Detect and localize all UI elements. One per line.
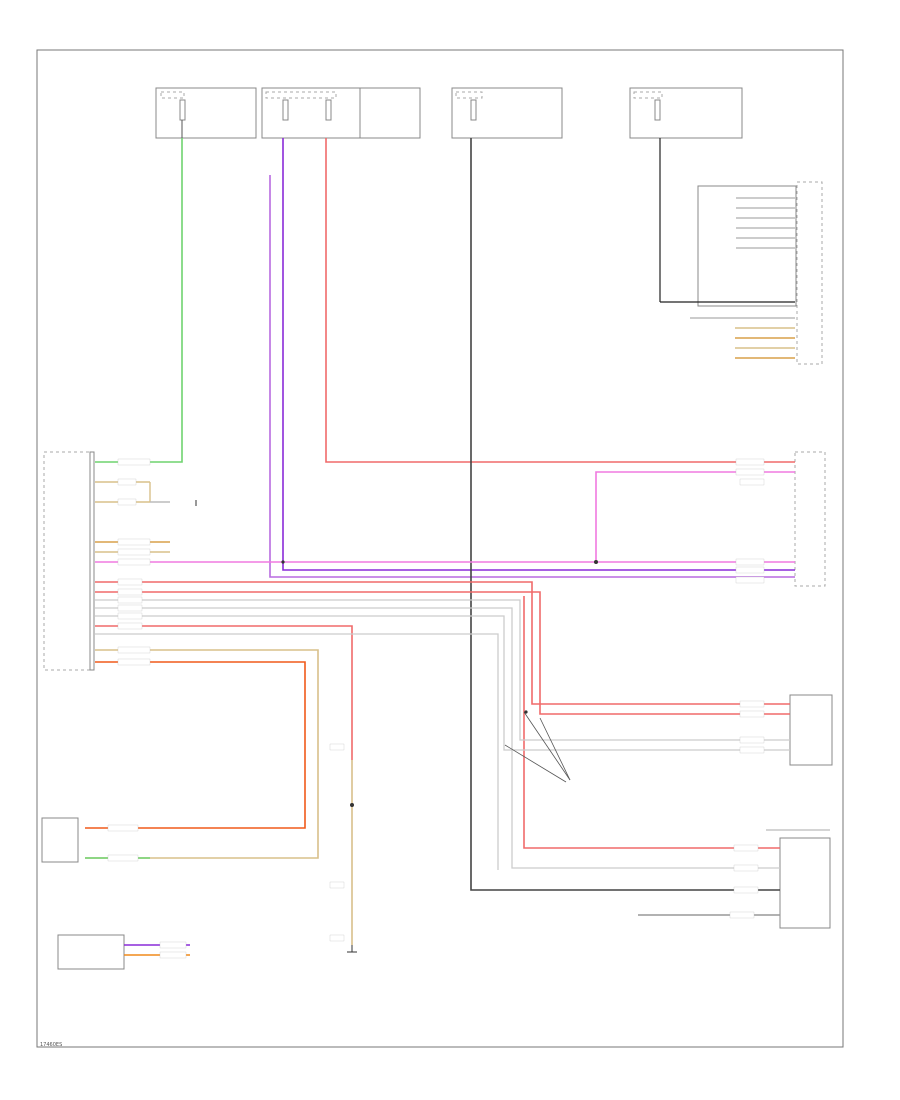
wire-red-top: [325, 138, 795, 463]
ground-icon: [195, 500, 357, 953]
wire-stubs-module: [736, 197, 795, 249]
wire-pink: [95, 471, 795, 563]
splice-lines: [504, 711, 571, 783]
module-right-bottom: [779, 837, 831, 929]
wire-red-lower-1: [95, 581, 790, 705]
wire-tan: [85, 649, 319, 859]
wire-violet: [282, 138, 795, 571]
wire-gray-long: [470, 138, 780, 891]
splice-icon: [281, 560, 598, 807]
diagram-code: 17460ES: [40, 1042, 62, 1048]
fuse-box-group-1: [155, 87, 257, 139]
fuse-icon: [470, 99, 477, 121]
wire-lightgray-group: [95, 599, 790, 870]
module-right-lower: [789, 694, 833, 766]
wire-stubs-colored: [690, 317, 795, 359]
wire-violet-2: [269, 175, 795, 578]
fuse-box-group-2: [261, 87, 421, 139]
fuse-icon: [325, 99, 332, 121]
wire-red-bottom: [523, 596, 780, 849]
fuse-icon: [654, 99, 661, 121]
diagram-frame: [36, 49, 844, 1048]
left-control-module-body: [89, 451, 95, 671]
instrument-cluster: [57, 934, 125, 970]
sensor-left: [41, 817, 79, 863]
fuse-box-group-3: [451, 87, 563, 139]
wire-red-lower-3: [95, 625, 353, 760]
wire-green: [95, 138, 183, 463]
left-control-module: [43, 451, 91, 671]
fuse-icon: [282, 99, 289, 121]
fuse-box-group-4: [629, 87, 743, 139]
wire-red-lower-2: [95, 591, 790, 715]
fuse-icon: [179, 99, 186, 121]
module-top-right: [659, 138, 823, 365]
wire-label-tags: [107, 458, 765, 959]
wire-orange: [85, 661, 306, 829]
module-right-mid: [794, 451, 826, 587]
